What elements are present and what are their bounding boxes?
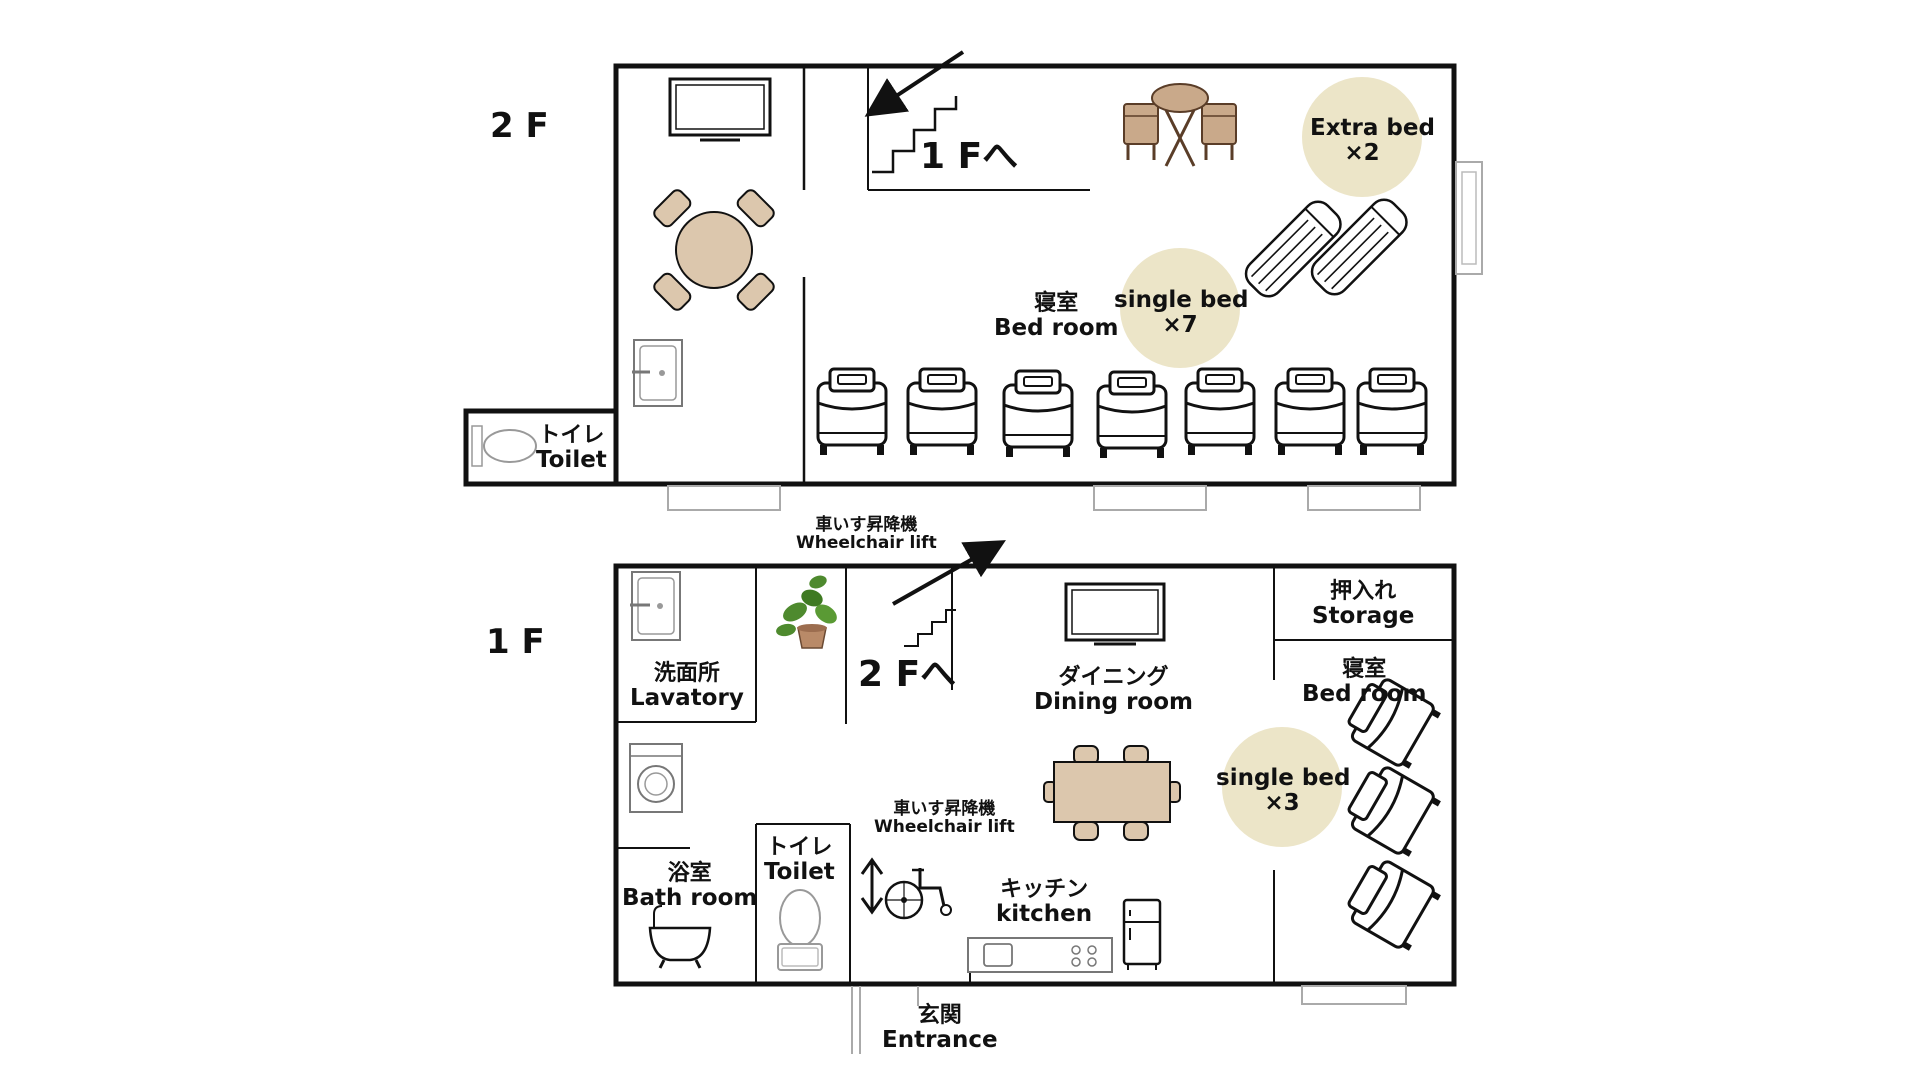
bedroom-2f-en: Bed room bbox=[994, 314, 1119, 341]
kitchen-jp: キッチン bbox=[1000, 877, 1089, 902]
sink-icon bbox=[632, 339, 683, 407]
wheelchair-lift-label: 車いす昇降機 Wheelchair lift bbox=[874, 800, 1015, 837]
bedroom-2f-jp: 寝室 bbox=[1034, 291, 1079, 316]
entrance-en: Entrance bbox=[882, 1026, 998, 1053]
wheelchair-lift-top-en: Wheelchair lift bbox=[796, 533, 937, 554]
single-bed-2f-label: single bed ×7 bbox=[1114, 287, 1249, 338]
dining-tv-icon bbox=[1064, 582, 1166, 646]
toilet-bowl-icon bbox=[471, 425, 537, 467]
bedroom-2f-label: 寝室 Bed room bbox=[994, 292, 1119, 341]
bathroom-label: 浴室 Bath room bbox=[622, 862, 757, 911]
dining-table-icon bbox=[1043, 745, 1181, 841]
floor-1f-title-text: 1 F bbox=[486, 622, 545, 662]
stairs-to-1f-label: 1 Fへ bbox=[920, 136, 1019, 177]
toilet-2f-en: Toilet bbox=[536, 446, 607, 473]
toilet-2f-jp: トイレ bbox=[538, 423, 605, 448]
wheelchair-lift-top-label: 車いす昇降機 Wheelchair lift bbox=[796, 516, 937, 553]
dining-label: ダイニング Dining room bbox=[1034, 666, 1193, 715]
round-table-icon bbox=[653, 189, 775, 311]
single-bed-1f-name: single bed bbox=[1216, 765, 1351, 791]
toilet-1f-label: トイレ Toilet bbox=[764, 836, 835, 885]
lavatory-sink-icon bbox=[630, 571, 681, 641]
lavatory-en: Lavatory bbox=[630, 684, 744, 711]
single-bed-2f-badge bbox=[1120, 248, 1240, 368]
single-bed-1f-label: single bed ×3 bbox=[1216, 765, 1351, 816]
bedroom-1f-label: 寝室 Bed room bbox=[1302, 658, 1427, 707]
extra-bed-name: Extra bed bbox=[1310, 115, 1435, 141]
storage-en: Storage bbox=[1312, 602, 1415, 629]
patio-table-icon bbox=[1123, 83, 1237, 167]
fridge-icon bbox=[1122, 898, 1162, 970]
stairs-to-1f-text: 1 Fへ bbox=[920, 136, 1019, 177]
lavatory-label: 洗面所 Lavatory bbox=[630, 662, 744, 711]
floor-2f-title: 2 F bbox=[490, 108, 549, 145]
bathtub-icon bbox=[648, 905, 712, 969]
bathroom-en: Bath room bbox=[622, 884, 758, 911]
dining-jp: ダイニング bbox=[1058, 665, 1169, 690]
extra-bed-badge bbox=[1302, 77, 1422, 197]
bedroom-1f-en: Bed room bbox=[1302, 680, 1427, 707]
kitchen-label: キッチン kitchen bbox=[996, 878, 1092, 927]
extra-bed-count: ×2 bbox=[1344, 139, 1380, 166]
toilet-icon bbox=[777, 889, 823, 971]
kitchen-counter-icon bbox=[967, 937, 1113, 973]
plant-icon bbox=[776, 575, 837, 649]
floor-2f-title-text: 2 F bbox=[490, 106, 549, 146]
extra-mattress-icon bbox=[1238, 192, 1414, 304]
single-bed-2f-name: single bed bbox=[1114, 287, 1249, 313]
stairs-down-icon bbox=[864, 50, 965, 174]
tv-icon bbox=[668, 77, 772, 142]
stairs-up-icon bbox=[892, 540, 1006, 647]
kitchen-en: kitchen bbox=[996, 900, 1093, 927]
entrance-label: 玄関 Entrance bbox=[882, 1004, 998, 1053]
wheelchair-lift-top-jp: 車いす昇降機 bbox=[815, 515, 918, 535]
wheelchair-lift-en: Wheelchair lift bbox=[874, 817, 1015, 838]
stairs-to-2f-label: 2 Fへ bbox=[858, 654, 957, 695]
single-beds-1f bbox=[1340, 671, 1444, 955]
single-bed-1f-count: ×3 bbox=[1264, 789, 1300, 816]
toilet-1f-en: Toilet bbox=[764, 858, 835, 885]
second-floor-walls bbox=[463, 63, 1483, 511]
wheelchair-lift-jp: 車いす昇降機 bbox=[893, 799, 996, 819]
stairs-to-2f-text: 2 Fへ bbox=[858, 654, 957, 695]
single-bed-2f-count: ×7 bbox=[1162, 311, 1198, 338]
storage-label: 押入れ Storage bbox=[1312, 580, 1414, 629]
toilet-1f-jp: トイレ bbox=[766, 835, 833, 860]
toilet-2f-label: トイレ Toilet bbox=[536, 424, 607, 473]
first-floor-walls bbox=[613, 563, 1457, 1054]
extra-bed-label: Extra bed ×2 bbox=[1310, 115, 1435, 166]
storage-jp: 押入れ bbox=[1330, 579, 1397, 604]
washing-machine-icon bbox=[629, 743, 683, 813]
lavatory-jp: 洗面所 bbox=[653, 661, 720, 686]
dining-en: Dining room bbox=[1034, 688, 1193, 715]
entrance-jp: 玄関 bbox=[917, 1003, 962, 1028]
bathroom-jp: 浴室 bbox=[667, 861, 712, 886]
floor-1f-title: 1 F bbox=[486, 624, 545, 661]
single-bed-1f-badge bbox=[1222, 727, 1342, 847]
single-beds-2f bbox=[816, 367, 1428, 460]
wheelchair-icon bbox=[860, 857, 952, 920]
bedroom-1f-jp: 寝室 bbox=[1342, 657, 1387, 682]
